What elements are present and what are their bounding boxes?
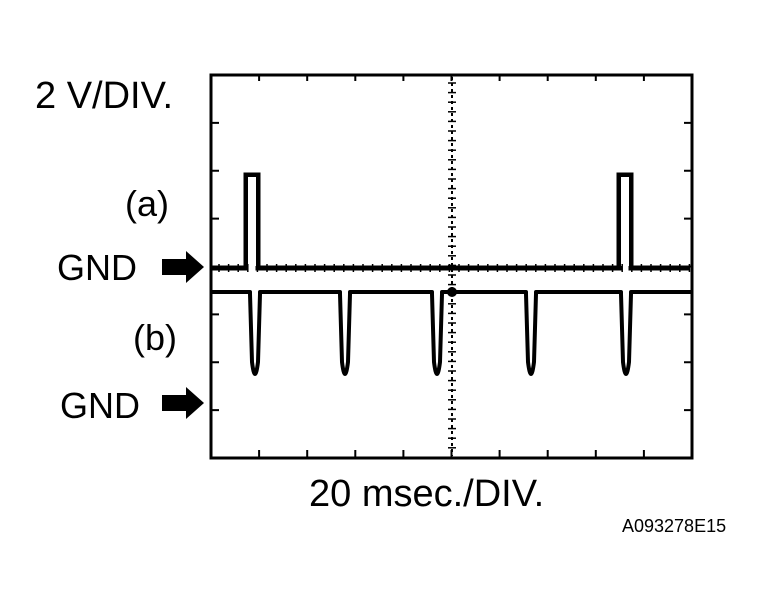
trace-b-label: (b) <box>133 317 177 358</box>
gnd-a-label: GND <box>57 247 137 288</box>
center-vertical-graticule-ticks <box>448 82 456 459</box>
figure-id: A093278E15 <box>622 516 726 536</box>
volt-per-div-label: 2 V/DIV. <box>35 75 173 117</box>
trace-b-waveform <box>212 290 691 376</box>
time-per-div-label: 20 msec./DIV. <box>309 473 544 515</box>
trace-a-waveform <box>212 172 690 271</box>
gnd-a-dotted-line <box>218 264 691 272</box>
right-arrow-icon <box>162 251 204 283</box>
gnd-b-label: GND <box>60 385 140 426</box>
center-marker <box>447 287 457 297</box>
trace-a-label: (a) <box>125 183 169 224</box>
right-arrow-icon <box>162 387 204 419</box>
